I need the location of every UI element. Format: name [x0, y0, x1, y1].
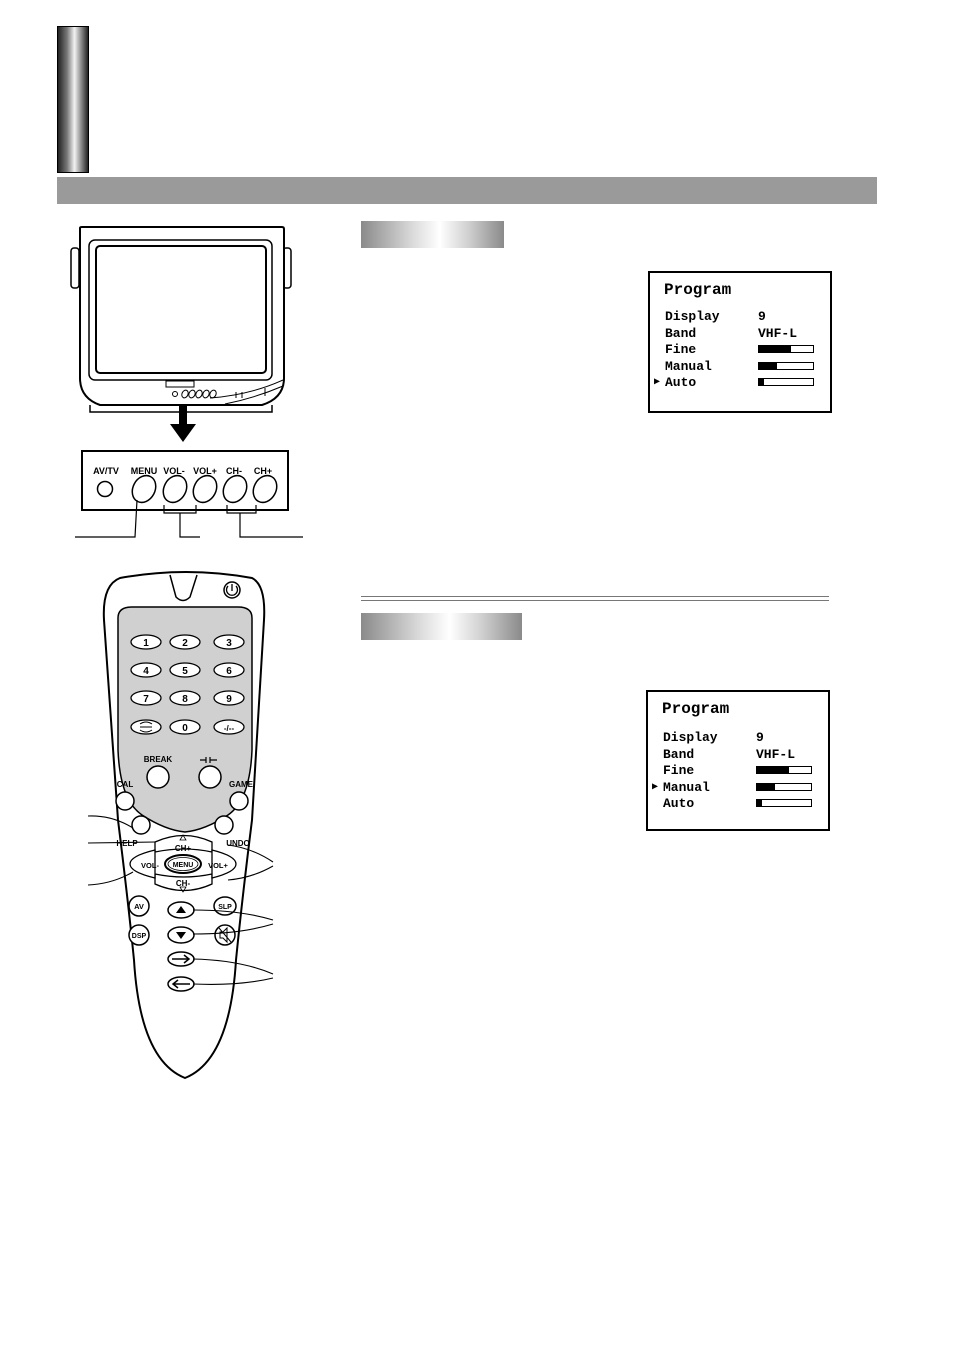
- osd-row-band: Band VHF-L: [650, 747, 826, 763]
- level-bar: [758, 345, 814, 353]
- hold-button[interactable]: [198, 765, 222, 789]
- section-divider-bottom: [361, 600, 829, 601]
- osd-row-value: 9: [756, 730, 764, 745]
- section-divider-top: [361, 596, 829, 597]
- osd-row-label: Auto: [665, 375, 697, 390]
- chapter-side-bar: [57, 26, 89, 173]
- key-0[interactable]: 0: [182, 723, 188, 734]
- vol-minus-label: VOL-: [141, 861, 159, 870]
- av-tv-label: AV/TV: [93, 466, 119, 476]
- left-arrow-icon: [171, 979, 190, 989]
- key-4[interactable]: 4: [143, 666, 149, 677]
- tv-illustration: AV/TV MENU VOL- VOL+ CH- CH+: [70, 226, 303, 538]
- ch-minus-label: CH-: [176, 879, 191, 888]
- osd-row-auto: Auto: [650, 796, 826, 812]
- up-triangle-icon: [179, 834, 187, 841]
- ch-minus-label: CH-: [226, 466, 242, 476]
- break-button[interactable]: [146, 765, 170, 789]
- osd-row-label: Manual: [665, 359, 712, 374]
- level-bar: [758, 378, 814, 386]
- down-triangle-icon: [179, 886, 187, 893]
- osd-row-fine: Fine: [650, 763, 826, 779]
- ch-plus-button[interactable]: [249, 471, 282, 506]
- key-1[interactable]: 1: [143, 638, 149, 649]
- osd-row-manual: ▶ Manual: [650, 780, 826, 796]
- osd-title: Program: [664, 281, 732, 299]
- key-9[interactable]: 9: [226, 694, 232, 705]
- level-bar: [756, 766, 812, 774]
- undo-label: UNDO: [226, 839, 250, 848]
- osd-row-label: Band: [665, 326, 697, 341]
- menu-button[interactable]: [164, 854, 202, 874]
- key-digits[interactable]: -/--: [224, 724, 235, 733]
- osd-row-label: Display: [665, 309, 720, 324]
- ch-plus-label: CH+: [175, 844, 192, 853]
- osd-row-band: Band VHF-L: [652, 326, 828, 342]
- recall-icon: [139, 721, 153, 733]
- game-label: GAME: [229, 780, 254, 789]
- power-icon: [225, 585, 239, 596]
- osd-row-label: Fine: [663, 763, 695, 778]
- undo-button[interactable]: [214, 815, 234, 835]
- av-button[interactable]: [128, 895, 150, 917]
- vol-plus-button[interactable]: [189, 471, 222, 506]
- section-title-band: [57, 177, 877, 204]
- key-7[interactable]: 7: [143, 694, 149, 705]
- av-tv-button[interactable]: [96, 480, 114, 498]
- vol-minus-button[interactable]: [159, 471, 192, 506]
- selector-arrow-icon: ▶: [652, 782, 659, 793]
- vol-plus-button[interactable]: [211, 849, 237, 879]
- osd-row-label: Band: [663, 747, 695, 762]
- menu-label: MENU: [131, 466, 158, 476]
- right-arrow-icon: [172, 954, 191, 964]
- vol-minus-button[interactable]: [129, 849, 156, 879]
- break-label: BREAK: [144, 755, 173, 764]
- game-button[interactable]: [229, 791, 249, 811]
- osd-row-display: Display 9: [652, 309, 828, 325]
- section-tag-1: [361, 221, 504, 248]
- osd-row-manual: Manual: [652, 359, 828, 375]
- help-label: HELP: [116, 839, 138, 848]
- key-2[interactable]: 2: [182, 638, 188, 649]
- osd-row-value: VHF-L: [758, 326, 798, 341]
- dsp-label: DSP: [132, 933, 147, 940]
- osd-row-label: Display: [663, 730, 718, 745]
- dsp-button[interactable]: [128, 924, 150, 946]
- osd-row-fine: Fine: [652, 342, 828, 358]
- hold-icon: [200, 757, 217, 763]
- level-bar: [756, 799, 812, 807]
- ch-plus-label: CH+: [254, 466, 272, 476]
- cal-button[interactable]: [115, 791, 135, 811]
- slp-label: SLP: [218, 904, 232, 911]
- osd-screen-auto: Program Display 9 Band VHF-L Fine Manual…: [648, 271, 832, 413]
- osd-row-label: Fine: [665, 342, 697, 357]
- vol-plus-label: VOL+: [193, 466, 217, 476]
- cal-label: CAL: [117, 780, 134, 789]
- key-6[interactable]: 6: [226, 666, 232, 677]
- osd-row-display: Display 9: [650, 730, 826, 746]
- vol-plus-label: VOL+: [208, 861, 228, 870]
- osd-row-label: Manual: [663, 780, 710, 795]
- section-tag-2: [361, 613, 522, 640]
- menu-label: MENU: [173, 862, 194, 869]
- help-button[interactable]: [131, 815, 151, 835]
- level-bar: [756, 783, 812, 791]
- osd-screen-manual: Program Display 9 Band VHF-L Fine ▶ Manu…: [646, 690, 830, 831]
- key-8[interactable]: 8: [182, 694, 188, 705]
- remote-control: 1 2 3 4 5 6 7 8 9 0 -/-- BREAK CAL GAME …: [87, 571, 274, 1080]
- osd-row-auto: ▶ Auto: [652, 375, 828, 391]
- down-arrow-icon: [176, 932, 186, 939]
- vol-minus-label: VOL-: [163, 466, 185, 476]
- osd-row-value: VHF-L: [756, 747, 796, 762]
- ch-minus-button[interactable]: [219, 471, 252, 506]
- osd-row-label: Auto: [663, 796, 695, 811]
- up-arrow-icon: [176, 906, 186, 913]
- selector-arrow-icon: ▶: [654, 377, 661, 388]
- av-label: AV: [134, 902, 144, 911]
- osd-row-value: 9: [758, 309, 766, 324]
- key-3[interactable]: 3: [226, 638, 232, 649]
- key-5[interactable]: 5: [182, 666, 188, 677]
- level-bar: [758, 362, 814, 370]
- osd-title: Program: [662, 700, 730, 718]
